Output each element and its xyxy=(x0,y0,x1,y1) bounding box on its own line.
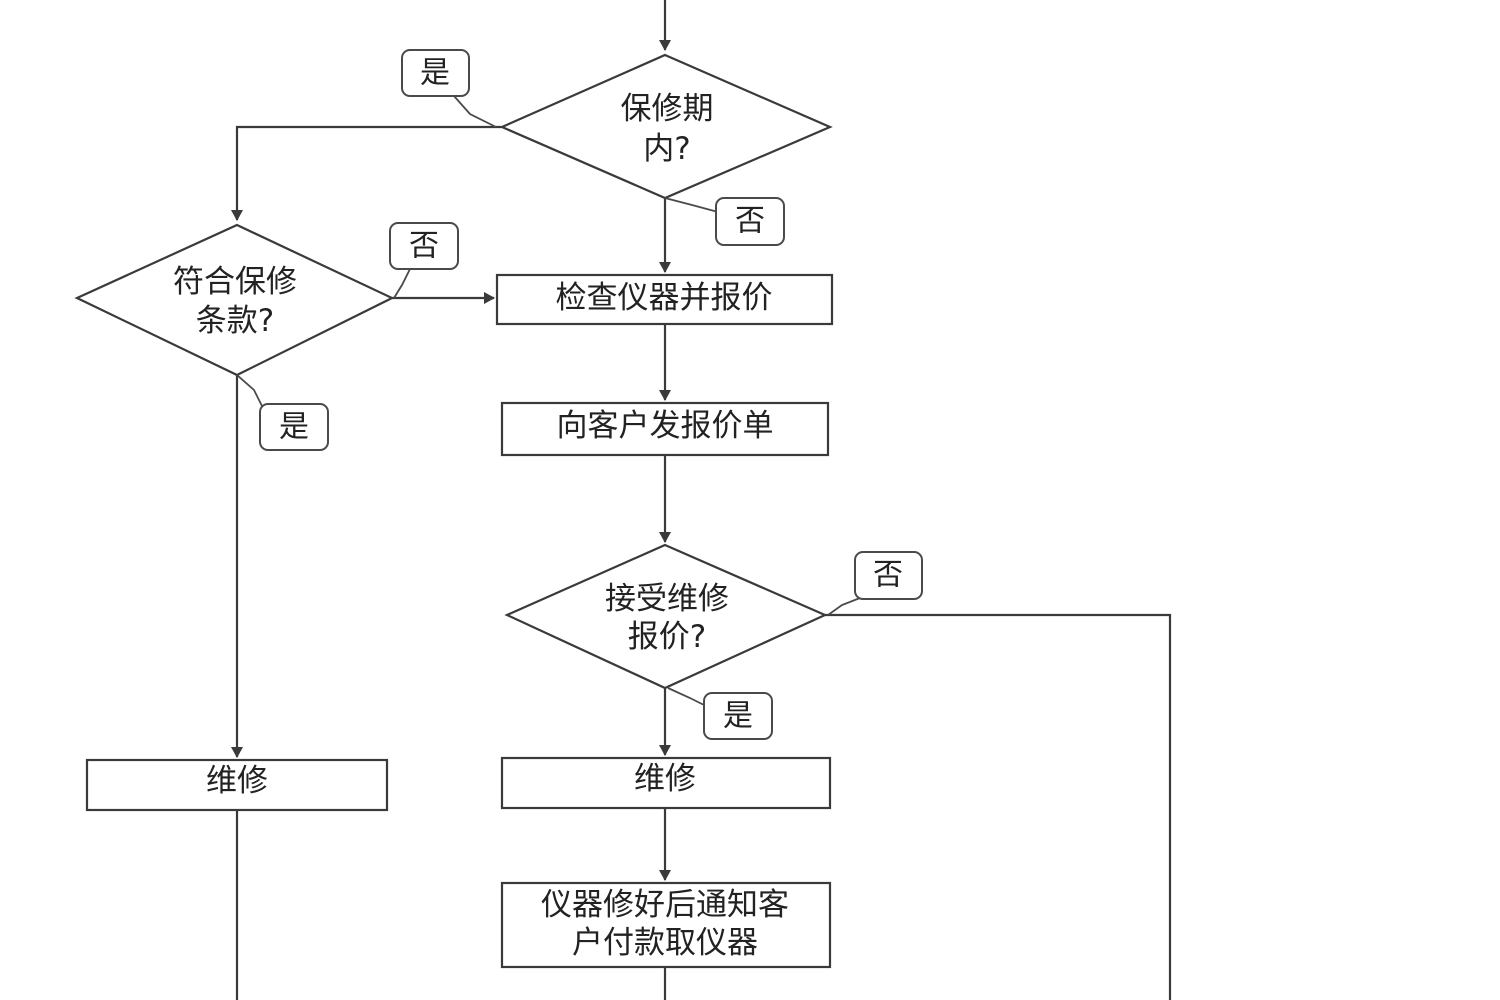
process-repair-left: 维修 xyxy=(85,758,389,812)
callout-accept-no-text: 否 xyxy=(873,558,903,593)
process-send-quote: 向客户发报价单 xyxy=(500,401,830,457)
process-notify-customer: 仪器修好后通知客 户付款取仪器 xyxy=(500,881,832,969)
callout-warranty-yes: 是 xyxy=(401,49,497,128)
decision-accept-line-2: 报价? xyxy=(628,619,706,655)
callout-warranty-no-text: 否 xyxy=(735,204,765,239)
callout-terms-no-text: 否 xyxy=(409,229,439,264)
callout-terms-yes-text: 是 xyxy=(279,410,309,445)
decision-terms: 符合保修 条款? xyxy=(74,223,395,377)
callout-accept-no: 否 xyxy=(827,551,923,616)
callout-accept-yes: 是 xyxy=(667,687,773,740)
connector-warranty-yes-to-terms xyxy=(231,125,502,221)
process-repair-left-label: 维修 xyxy=(206,763,268,799)
process-send-quote-label: 向客户发报价单 xyxy=(557,408,774,444)
decision-warranty: 保修期 内? xyxy=(499,53,833,200)
decision-accept-line-1: 接受维修 xyxy=(605,581,729,617)
decision-terms-line-2: 条款? xyxy=(196,303,274,339)
process-repair-center-label: 维修 xyxy=(634,761,696,797)
callout-accept-yes-text: 是 xyxy=(723,699,753,734)
decision-accept: 接受维修 报价? xyxy=(504,543,828,690)
process-inspect-quote: 检查仪器并报价 xyxy=(495,273,834,326)
callout-warranty-no: 否 xyxy=(664,197,785,246)
callout-terms-no: 否 xyxy=(389,222,459,299)
connector-accept-no xyxy=(825,613,1172,1000)
callout-terms-yes: 是 xyxy=(236,374,329,451)
decision-warranty-line-2: 内? xyxy=(643,131,690,167)
process-inspect-quote-label: 检查仪器并报价 xyxy=(556,280,773,316)
process-repair-center: 维修 xyxy=(500,756,832,810)
connectors xyxy=(231,0,1172,1000)
decision-warranty-line-1: 保修期 xyxy=(621,91,714,127)
process-notify-customer-line-2: 户付款取仪器 xyxy=(572,925,758,961)
callout-warranty-yes-text: 是 xyxy=(420,56,450,91)
decision-terms-line-1: 符合保修 xyxy=(173,264,297,300)
process-notify-customer-line-1: 仪器修好后通知客 xyxy=(541,887,789,923)
